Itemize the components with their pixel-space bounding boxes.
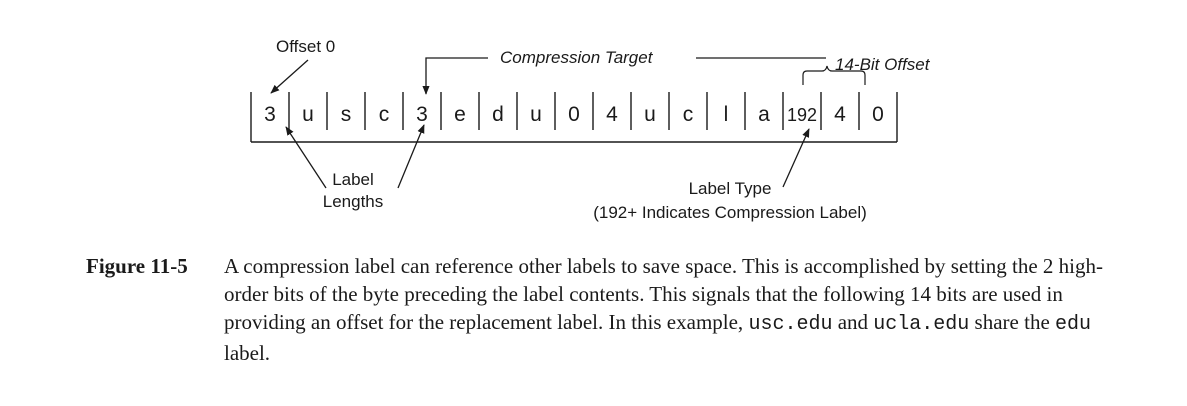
offset-zero-label: Offset 0 — [276, 37, 335, 56]
byte-cell-16: 0 — [872, 103, 884, 126]
caption-text-1: A compression label can reference other … — [224, 254, 1104, 334]
code-ucla-edu: ucla.edu — [873, 313, 970, 336]
byte-cell-15: 4 — [834, 103, 846, 126]
caption-text-2: and — [832, 310, 874, 334]
caption-text-4: label. — [224, 341, 271, 365]
code-edu: edu — [1055, 313, 1092, 336]
byte-cell-2: s — [341, 103, 352, 126]
offset-bits-bracket — [802, 65, 866, 85]
figure-caption: Figure 11-5 A compression label can refe… — [86, 252, 1126, 367]
byte-cell-0: 3 — [264, 103, 276, 126]
byte-cell-7: u — [530, 103, 542, 126]
caption-text: A compression label can reference other … — [224, 252, 1114, 367]
byte-cell-3: c — [379, 103, 390, 126]
label-lengths-line2: Lengths — [323, 192, 384, 211]
figure-number: Figure 11-5 — [86, 254, 188, 278]
offset-zero-arrow — [270, 59, 309, 94]
byte-cell-13: a — [758, 103, 770, 126]
compression-target-arrow — [422, 57, 488, 95]
caption-text-3: share the — [969, 310, 1056, 334]
byte-cell-12: l — [724, 103, 729, 126]
byte-cell-4: 3 — [416, 103, 428, 126]
byte-cell-10: u — [644, 103, 656, 126]
dns-compression-diagram: 3 u s c 3 e d u 0 4 u c l a 192 4 0 Offset 0 Compression… — [250, 37, 931, 222]
byte-cell-9: 4 — [606, 103, 618, 126]
offset-bits-label: 14-Bit Offset — [835, 55, 931, 74]
byte-cell-1: u — [302, 103, 314, 126]
byte-cell-8: 0 — [568, 103, 580, 126]
byte-sequence: 3 u s c 3 e d u 0 4 u c l a 192 4 0 — [250, 92, 898, 143]
compression-target-label: Compression Target — [500, 48, 654, 67]
label-type-line1: Label Type — [689, 179, 772, 198]
byte-cell-5: e — [454, 103, 466, 126]
label-lengths-line1: Label — [332, 170, 374, 189]
label-lengths-arrow-left — [285, 126, 327, 189]
label-lengths-arrow-right — [397, 124, 425, 189]
label-type-line2: (192+ Indicates Compression Label) — [593, 203, 867, 222]
byte-cell-6: d — [492, 103, 504, 126]
byte-cell-11: c — [683, 103, 694, 126]
byte-cell-14: 192 — [787, 105, 817, 125]
code-usc-edu: usc.edu — [748, 313, 833, 336]
label-type-arrow — [782, 128, 810, 188]
